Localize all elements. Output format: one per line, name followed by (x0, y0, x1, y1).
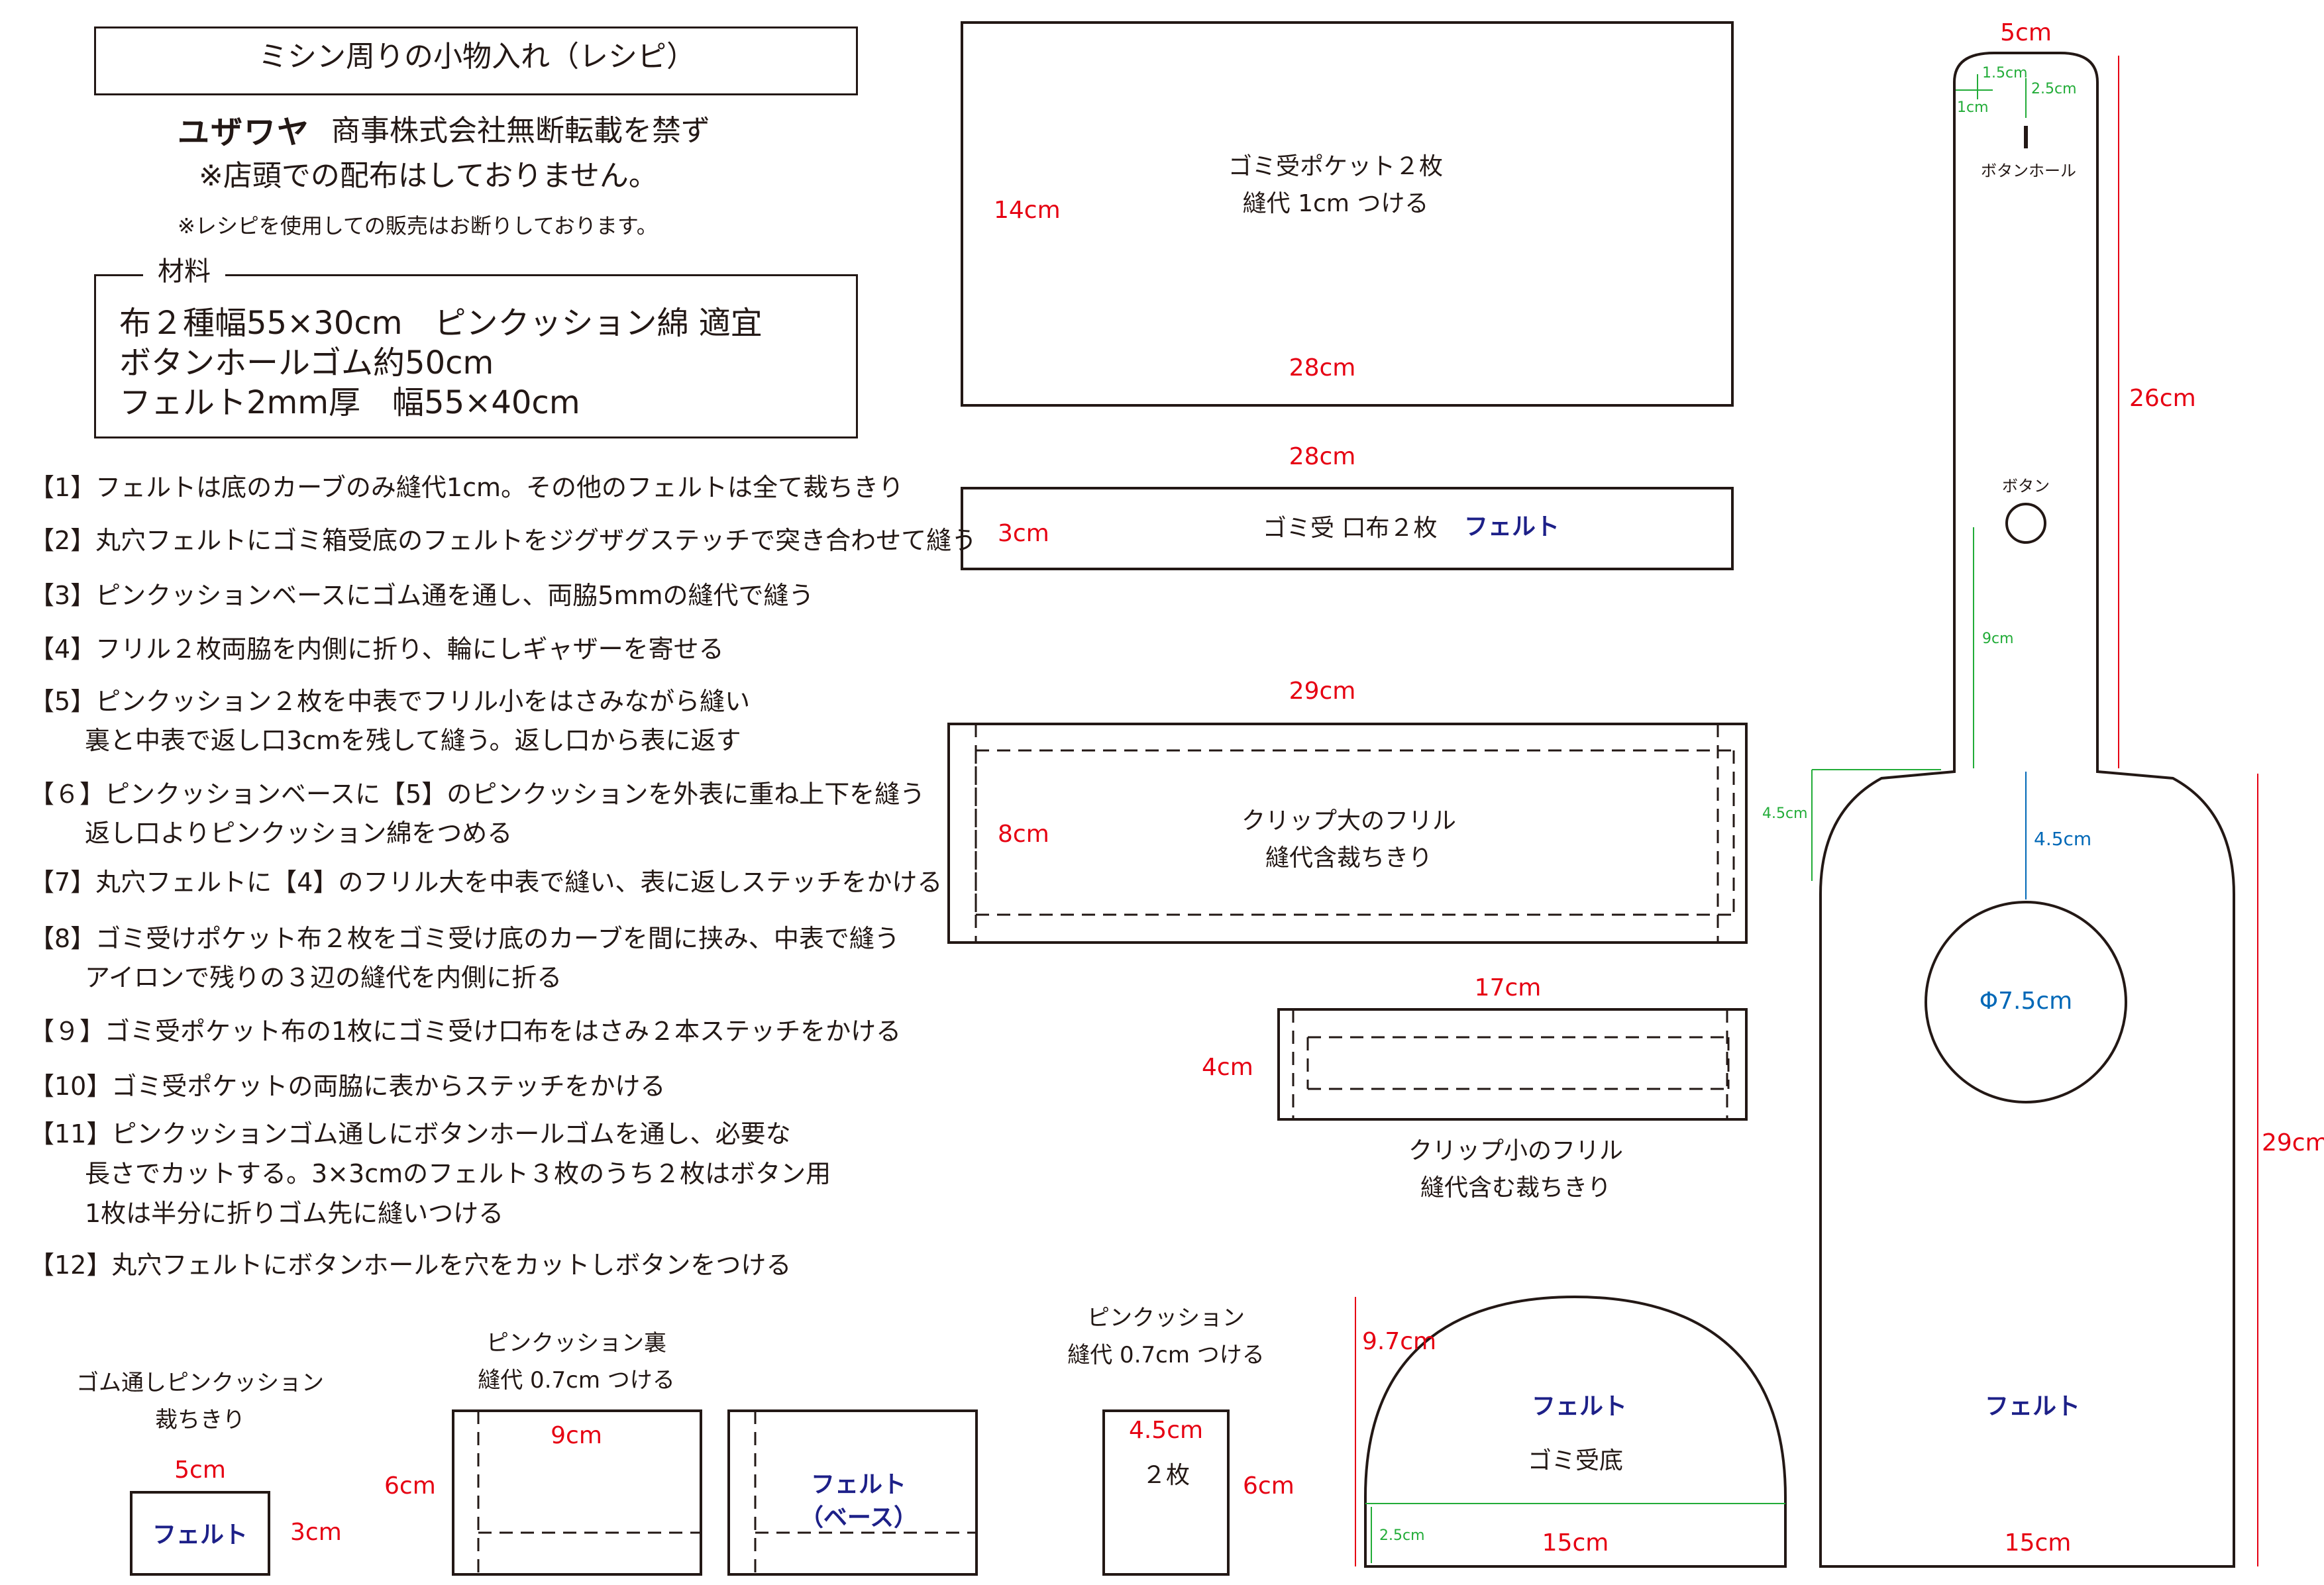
pin-back-label: ピンクッション裏 (486, 1330, 666, 1356)
step-item: 【12】丸穴フェルトにボタンホールを穴をカットしボタンをつける (29, 1251, 792, 1280)
pin-width: 4.5cm (1128, 1417, 1204, 1444)
pocket-width: 28cm (1289, 354, 1356, 382)
frill-small-width: 17cm (1474, 974, 1542, 1001)
materials-label: 材料 (143, 256, 225, 287)
step-item: 返し口よりピンクッション綿をつめる (85, 819, 513, 848)
pin-sub-label: 縫代 0.7cm つける (1067, 1342, 1265, 1368)
sale-notice: ※レシピを使用しての販売はお断りしております。 (178, 213, 658, 238)
main-lower-height: 29cm (2262, 1129, 2324, 1156)
step-item: 【7】丸穴フェルトに【4】のフリル大を中表で縫い、表に返しステッチをかける (29, 868, 943, 897)
materials-box (94, 274, 858, 438)
buttonhole-label: ボタンホール (1981, 162, 2076, 180)
main-top-width: 5cm (2000, 19, 2052, 46)
page-title: ミシン周りの小物入れ（レシピ） (258, 40, 696, 74)
main-pattern (1819, 52, 2235, 1568)
button-circle (2005, 503, 2046, 544)
step-item: 【4】フリル２枚両脇を内側に折り、輪にしギャザーを寄せる (29, 635, 724, 664)
elastic-pin-sub-label: 裁ちきり (155, 1407, 245, 1433)
frill-large-height: 8cm (998, 821, 1049, 848)
frill-small-sub-label: 縫代含む裁ちきり (1420, 1174, 1612, 1202)
pin-back-pattern (452, 1409, 702, 1576)
pin-label: ピンクッション (1087, 1305, 1245, 1331)
step-item: アイロンで残りの３辺の縫代を内側に折る (85, 963, 562, 992)
pocket-sub-label: 縫代 1cm つける (1242, 190, 1429, 217)
elastic-pin-height: 3cm (290, 1519, 342, 1546)
step-item: 【3】ピンクッションベースにゴム通を通し、両脇5mmの縫代で縫う (29, 581, 814, 610)
main-upper-height: 26cm (2129, 385, 2196, 412)
opening-label: ゴミ受 口布２枚 (1263, 515, 1438, 542)
step-item: 【９】ゴミ受ポケット布の1枚にゴミ受け口布をはさみ２本ステッチをかける (29, 1017, 902, 1046)
bottom-curve-margin: 2.5cm (1379, 1527, 1425, 1544)
pin-base-material: フェルト (810, 1471, 907, 1498)
frill-large-label: クリップ大のフリル (1241, 807, 1457, 835)
pin-back-sub-label: 縫代 0.7cm つける (478, 1367, 675, 1394)
opening-material: フェルト (1464, 513, 1560, 540)
step-item: 【６】ピンクッションベースに【5】のピンクッションを外表に重ね上下を縫う (29, 780, 925, 809)
frill-large-pattern (947, 723, 1748, 944)
main-margin-15: 1.5cm (1982, 65, 2028, 81)
opening-height: 3cm (998, 520, 1049, 547)
main-margin-45a: 4.5cm (1762, 805, 1808, 822)
distribution-notice: ※店頭での配布はしておりません。 (199, 159, 658, 193)
materials-line: 布２種幅55×30cm ピンクッション綿 適宜 (119, 305, 763, 342)
pin-back-height: 6cm (384, 1472, 436, 1500)
frill-small-height: 4cm (1202, 1054, 1253, 1081)
frill-small-pattern (1277, 1008, 1748, 1121)
pocket-height: 14cm (994, 197, 1061, 224)
frill-large-sub-label: 縫代含裁ちきり (1265, 844, 1433, 872)
main-margin-45b: 4.5cm (2034, 828, 2092, 850)
hole-diameter: Φ7.5cm (1979, 988, 2073, 1015)
main-material: フェルト (1984, 1393, 2081, 1420)
bottom-pattern (1364, 1295, 1787, 1568)
step-item: 【5】ピンクッション２枚を中表でフリル小をはさみながら縫い (29, 687, 751, 716)
opening-pattern (961, 487, 1734, 570)
pin-pattern (1102, 1409, 1230, 1576)
elastic-pin-material: フェルト (152, 1521, 248, 1549)
materials-line: フェルト2mm厚 幅55×40cm (119, 384, 580, 421)
frill-large-width: 29cm (1289, 678, 1356, 705)
hole-circle (1925, 901, 2127, 1103)
materials-line: ボタンホールゴム約50cm (119, 344, 494, 382)
step-item: 裏と中表で返し口3cmを残して縫う。返し口から表に返す (85, 726, 741, 755)
pin-count: ２枚 (1141, 1462, 1190, 1489)
step-item: 1枚は半分に折りゴム先に縫いつける (85, 1199, 504, 1228)
opening-width: 28cm (1289, 443, 1356, 470)
pocket-label: ゴミ受ポケット２枚 (1228, 153, 1444, 180)
main-bottom-width: 15cm (2004, 1529, 2072, 1557)
pin-base-pattern (727, 1409, 978, 1576)
main-margin-1: 1cm (1957, 99, 1989, 116)
brand-logo: ユザワヤ (178, 114, 311, 151)
step-item: 【8】ゴミ受けポケット布２枚をゴミ受け底のカーブを間に挟み、中表で縫う (29, 924, 900, 953)
pin-back-width: 9cm (551, 1422, 602, 1449)
step-item: 【1】フェルトは底のカーブのみ縫代1cm。その他のフェルトは全て裁ちきり (29, 473, 904, 502)
main-margin-9: 9cm (1982, 631, 2014, 647)
bottom-height: 9.7cm (1362, 1328, 1437, 1355)
step-item: 【10】ゴミ受ポケットの両脇に表からステッチをかける (29, 1072, 666, 1101)
pin-base-sub: （ベース） (799, 1504, 918, 1531)
elastic-pin-label: ゴム通しピンクッション (76, 1370, 324, 1396)
pocket-pattern (961, 21, 1734, 407)
pin-height: 6cm (1243, 1472, 1294, 1500)
bottom-material: フェルト (1531, 1393, 1628, 1420)
main-margin-25: 2.5cm (2031, 81, 2077, 97)
step-item: 【11】ピンクッションゴム通しにボタンホールゴムを通し、必要な (29, 1119, 791, 1149)
frill-small-label: クリップ小のフリル (1408, 1137, 1624, 1164)
elastic-pin-pattern (130, 1491, 270, 1576)
title-box (94, 26, 858, 95)
step-item: 【2】丸穴フェルトにゴミ箱受底のフェルトをジグザグステッチで突き合わせて縫う (29, 526, 977, 555)
elastic-pin-width: 5cm (174, 1457, 226, 1484)
copyright-notice: 商事株式会社無断転載を禁ず (331, 114, 710, 148)
bottom-label: ゴミ受底 (1527, 1447, 1624, 1474)
bottom-width: 15cm (1542, 1529, 1609, 1557)
button-label: ボタン (2002, 477, 2050, 495)
step-item: 長さでカットする。3×3cmのフェルト３枚のうち２枚はボタン用 (85, 1159, 831, 1188)
